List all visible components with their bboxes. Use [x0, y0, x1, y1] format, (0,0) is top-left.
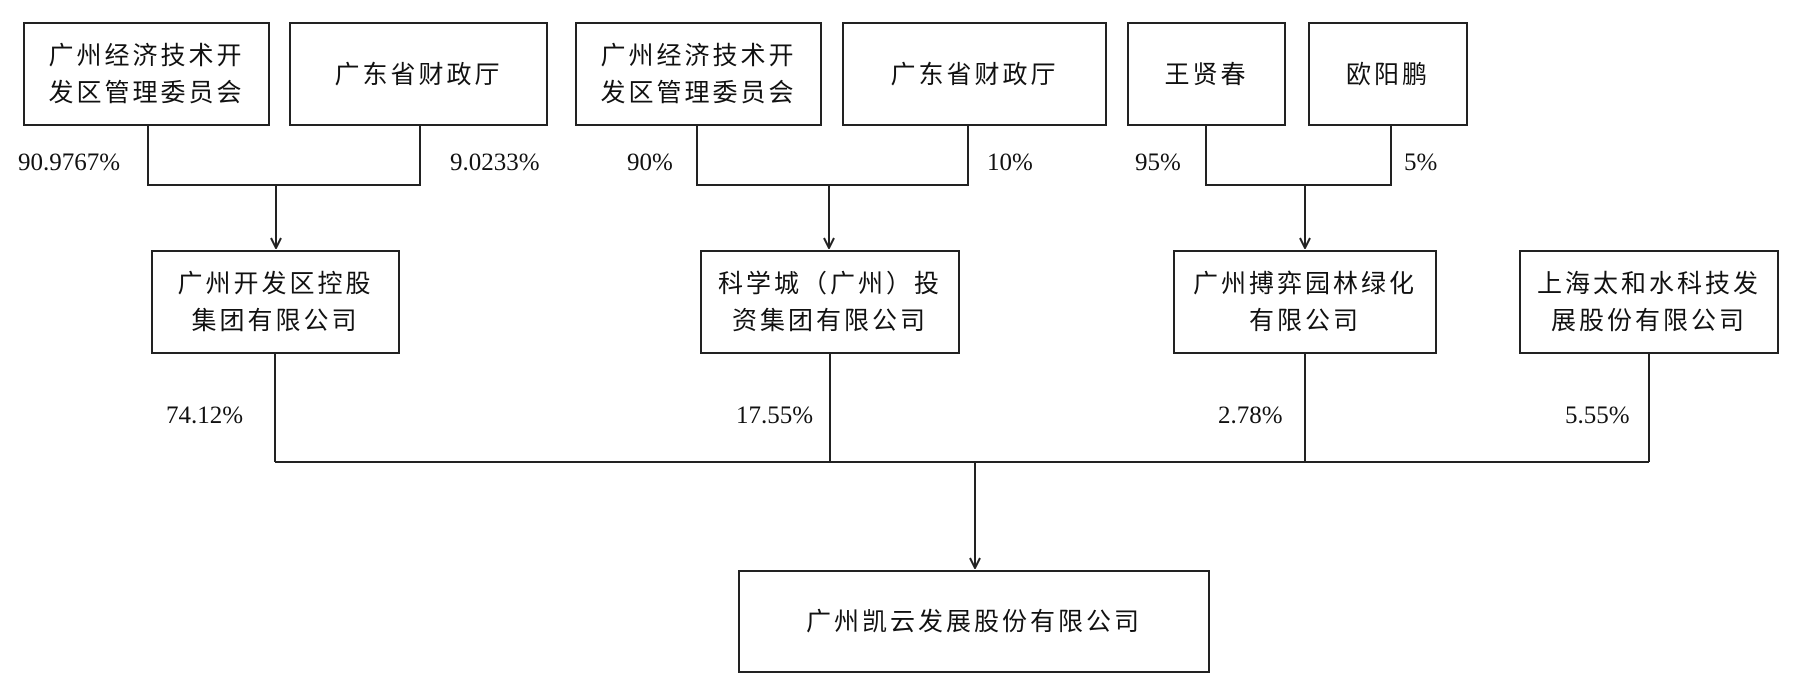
box-line: 发区管理委员会: [48, 78, 245, 107]
box-gz-dev-committee-1: 广州经济技术开 发区管理委员会: [23, 22, 270, 126]
pct-gd-finance-1: 9.0233%: [450, 149, 540, 176]
box-line: 广州经济技术开: [48, 41, 245, 70]
pct-gz-dev-committee-1: 90.9767%: [18, 149, 121, 176]
box-gz-boyi: 广州搏弈园林绿化 有限公司: [1173, 250, 1437, 354]
pct-wang-xianchun: 95%: [1135, 149, 1181, 176]
box-line: 展股份有限公司: [1550, 306, 1747, 335]
pct-gz-dev-holding: 74.12%: [166, 402, 244, 429]
box-line: 科学城（广州）投: [717, 269, 942, 298]
pct-shanghai-taihe: 5.55%: [1565, 402, 1630, 429]
box-line: 广州经济技术开: [600, 41, 797, 70]
box-wang-xianchun: 王贤春: [1127, 22, 1286, 126]
box-ouyang-peng: 欧阳鹏: [1308, 22, 1468, 126]
box-label: 王贤春: [1164, 59, 1249, 89]
box-gz-kaiyun: 广州凯云发展股份有限公司: [738, 570, 1210, 673]
box-gz-dev-holding: 广州开发区控股 集团有限公司: [151, 250, 400, 354]
box-gd-finance-2: 广东省财政厅: [842, 22, 1107, 126]
box-label: 广州凯云发展股份有限公司: [805, 607, 1142, 636]
connector-group2: [696, 126, 969, 186]
connector-group1: [147, 126, 421, 186]
box-gz-dev-committee-2: 广州经济技术开 发区管理委员会: [575, 22, 822, 126]
box-line: 有限公司: [1248, 306, 1361, 335]
box-science-city: 科学城（广州）投 资集团有限公司: [700, 250, 960, 354]
box-line: 上海太和水科技发: [1536, 269, 1761, 298]
pct-gd-finance-2: 10%: [987, 149, 1033, 176]
box-line: 集团有限公司: [191, 306, 360, 335]
pct-science-city: 17.55%: [736, 402, 814, 429]
box-line: 资集团有限公司: [731, 306, 928, 335]
pct-ouyang-peng: 5%: [1404, 149, 1438, 176]
box-line: 广州搏弈园林绿化: [1192, 269, 1417, 298]
box-gd-finance-1: 广东省财政厅: [289, 22, 548, 126]
box-label: 广东省财政厅: [334, 59, 503, 89]
pct-gz-dev-committee-2: 90%: [627, 149, 673, 176]
box-shanghai-taihe: 上海太和水科技发 展股份有限公司: [1519, 250, 1779, 354]
connector-group3: [1205, 126, 1392, 186]
pct-gz-boyi: 2.78%: [1218, 402, 1283, 429]
box-label: 欧阳鹏: [1345, 59, 1430, 89]
box-line: 广州开发区控股: [177, 269, 374, 298]
box-line: 发区管理委员会: [600, 78, 797, 107]
box-label: 广东省财政厅: [890, 59, 1059, 89]
